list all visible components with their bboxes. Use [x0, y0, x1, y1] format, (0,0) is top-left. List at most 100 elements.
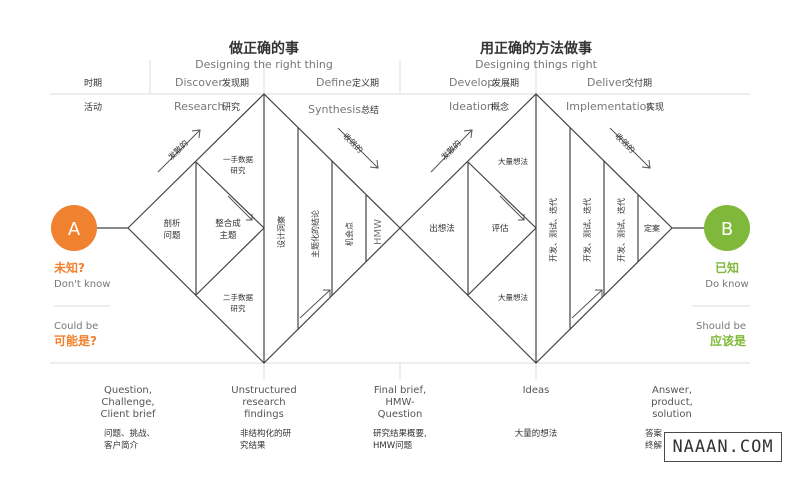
end-known-en: Do know: [705, 279, 748, 290]
phase-develop-cn: 发展期: [492, 77, 519, 89]
diverge-arrowhead-2: [463, 129, 473, 139]
cell-themed-conclusion: 主题化的结论: [310, 210, 320, 258]
cell-opportunity: 机会点: [344, 222, 354, 246]
inner-arrow-2b: [571, 289, 603, 319]
end-should-be-cn: 应该是: [710, 333, 747, 348]
activity-research-cn: 研究: [222, 101, 240, 113]
diverge-arrowhead-1: [191, 129, 201, 139]
activity-ideation-en: Ideation: [449, 100, 494, 113]
cell-bottom-ideas: 大量想法: [498, 292, 528, 302]
output-unstructured-en-1: Unstructured: [231, 385, 296, 396]
activity-implementation-cn: 实现: [646, 101, 664, 113]
activity-synthesis-en: Synthesis: [308, 103, 361, 116]
left-title: 做正确的事: [228, 40, 299, 57]
phase-develop-en: Develop: [449, 76, 494, 89]
diverge-label-2: 发散的: [439, 138, 463, 162]
watermark-logo: NAAAN.COM: [664, 432, 782, 462]
start-unknown-en: Don't know: [54, 279, 110, 290]
output-question-en-3: Client brief: [100, 409, 156, 420]
cell-first-hand-line-1: 一手数据: [223, 154, 253, 164]
output-unstructured-cn-2: 究结果: [240, 440, 266, 451]
phase-define-en: Define: [316, 76, 352, 89]
output-unstructured-en-2: research: [242, 397, 285, 408]
diamond-1-cross-top: [195, 161, 265, 229]
cell-evaluate: 评估: [491, 223, 509, 234]
start-unknown-cn: 未知?: [53, 260, 85, 275]
cell-first-hand-line-2: 研究: [231, 165, 246, 175]
start-node-letter: A: [68, 219, 81, 240]
output-ideas-en: Ideas: [523, 385, 550, 396]
phase-deliver-cn: 交付期: [625, 77, 652, 89]
diverge-arrow-1: [157, 129, 201, 173]
diamond-2-cross-bottom: [467, 227, 537, 296]
end-node-circle: [704, 205, 750, 251]
phase-discover-en: Discover: [175, 76, 223, 89]
converge-arrow-2: [609, 127, 651, 169]
output-unstructured-en-3: findings: [244, 409, 284, 420]
diamond-2-outline: [399, 93, 673, 364]
cell-ideas-out: 出想法: [429, 223, 455, 234]
output-question-en-2: Challenge,: [101, 397, 154, 408]
inner-arrow-1b: [299, 289, 331, 319]
output-question-cn-1: 问题、挑战、: [104, 428, 155, 439]
phase-define-cn: 定义期: [352, 77, 379, 89]
left-subtitle: Designing the right thing: [195, 58, 333, 71]
phase-deliver-en: Deliver: [587, 76, 627, 89]
activity-synthesis-cn: 总结: [361, 104, 379, 116]
output-final-brief-cn-2: HMW问题: [373, 441, 413, 451]
inner-arrow-2a: [499, 195, 525, 221]
diamond-2-cross-top: [467, 161, 537, 229]
cell-final: 定案: [644, 223, 660, 233]
output-ideas-cn: 大量的想法: [515, 428, 558, 439]
cell-synthesize-line-1: 整合成: [215, 218, 241, 229]
output-final-brief-en-1: Final brief,: [374, 385, 426, 396]
diverge-label-1: 发散的: [166, 138, 190, 162]
diamond-1-cross-bottom: [195, 227, 265, 296]
row-label-activity: 活动: [84, 101, 102, 113]
diverge-arrow-2: [430, 129, 473, 173]
output-answer-en-1: Answer,: [652, 385, 692, 396]
output-question-cn-2: 客户简介: [104, 440, 139, 451]
inner-arrowhead-1a: [246, 214, 253, 221]
output-question-en-1: Question,: [104, 385, 152, 396]
converge-label-2: 收敛的: [613, 131, 637, 155]
cell-iterate-2: 开发、测试、迭代: [582, 198, 592, 262]
row-label-phase: 时期: [84, 77, 102, 89]
cell-analyze-line-1: 剖析: [163, 218, 181, 229]
cell-second-hand-line-2: 研究: [231, 303, 246, 313]
end-node-letter: B: [721, 219, 733, 240]
start-could-be-cn: 可能是?: [54, 333, 97, 348]
cell-analyze-line-2: 问题: [163, 231, 181, 241]
phase-discover-cn: 发现期: [222, 77, 249, 89]
activity-research-en: Research: [174, 100, 224, 113]
output-answer-cn-1: 答案: [645, 428, 663, 439]
right-title: 用正确的方法做事: [480, 40, 592, 57]
cell-insight: 设计洞察: [276, 216, 286, 248]
converge-label-1: 收敛的: [341, 131, 365, 155]
cell-iterate-1: 开发、测试、迭代: [548, 198, 558, 262]
end-should-be-en: Should be: [696, 321, 746, 332]
output-final-brief-cn-1: 研究结果概要,: [373, 428, 427, 439]
cell-top-ideas: 大量想法: [498, 156, 528, 166]
cell-synthesize-line-2: 主题: [219, 230, 237, 241]
output-unstructured-cn-1: 非结构化的研: [240, 428, 292, 439]
converge-arrow-1: [337, 127, 379, 169]
activity-ideation-cn: 概念: [491, 101, 509, 113]
start-could-be-en: Could be: [54, 321, 98, 332]
cell-second-hand-line-1: 二手数据: [223, 292, 253, 302]
inner-arrowhead-1b: [323, 289, 331, 297]
cell-iterate-3: 开发、测试、迭代: [616, 198, 626, 262]
activity-implementation-en: Implementation: [566, 100, 653, 113]
converge-arrowhead-2: [641, 159, 651, 169]
right-subtitle: Designing things right: [475, 58, 598, 71]
output-answer-en-2: product,: [651, 397, 693, 408]
start-node-circle: [51, 205, 97, 251]
converge-arrowhead-1: [369, 159, 379, 169]
inner-arrow-1a: [227, 195, 253, 221]
end-known-cn: 已知: [715, 260, 739, 275]
output-answer-en-3: solution: [652, 409, 692, 420]
cell-hmw: HMW: [373, 219, 384, 245]
inner-arrowhead-2b: [595, 289, 603, 297]
